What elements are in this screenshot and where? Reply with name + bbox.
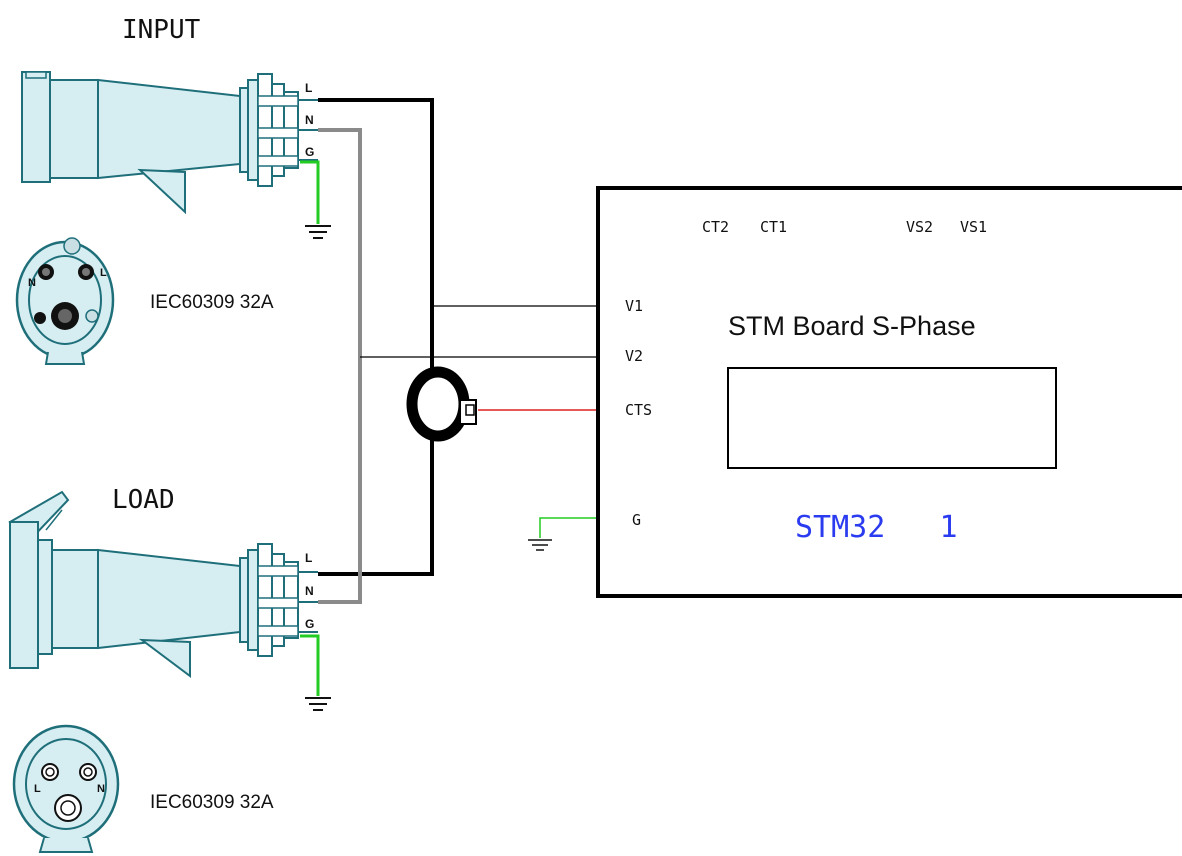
line-wire [318, 98, 434, 576]
input-socket-pin-l: L [100, 267, 107, 279]
load-pin-n: N [305, 584, 314, 598]
board-pin-g: G [632, 511, 641, 529]
load-heading: LOAD [112, 485, 175, 515]
current-transformer-icon [406, 366, 477, 442]
board-pin-v2: V2 [625, 347, 643, 365]
board-pin-ct2: CT2 [702, 218, 729, 236]
board-pin-cts: CTS [625, 401, 652, 419]
neutral-wire [318, 128, 362, 604]
board-subtitle: STM32 1 [795, 510, 958, 545]
load-socket-pin-l: L [34, 783, 41, 795]
board-pin-ct1: CT1 [760, 218, 787, 236]
input-plug-icon [21, 71, 318, 215]
input-socket-face-icon [15, 237, 115, 365]
board-pin-vs2: VS2 [906, 218, 933, 236]
input-socket-pin-n: N [28, 277, 36, 289]
load-socket-pin-n: N [97, 783, 105, 795]
load-pin-g: G [305, 617, 314, 631]
load-socket-face-icon [12, 724, 120, 853]
board-ground-wire [539, 517, 598, 538]
input-ground-symbol [300, 160, 331, 239]
board-pin-vs1: VS1 [960, 218, 987, 236]
input-pin-g: G [305, 145, 314, 159]
load-pin-l: L [305, 551, 312, 565]
input-standard-label: IEC60309 32A [150, 292, 274, 313]
board-ground-symbol [528, 539, 552, 551]
input-heading: INPUT [122, 15, 201, 45]
board-pin-v1: V1 [625, 297, 643, 315]
input-pin-l: L [305, 81, 312, 95]
load-plug-icon [8, 490, 318, 678]
load-ground-symbol [300, 634, 331, 711]
input-pin-n: N [305, 113, 314, 127]
board-display-box [727, 367, 1057, 469]
load-standard-label: IEC60309 32A [150, 792, 274, 813]
board-title: STM Board S-Phase [728, 311, 976, 341]
